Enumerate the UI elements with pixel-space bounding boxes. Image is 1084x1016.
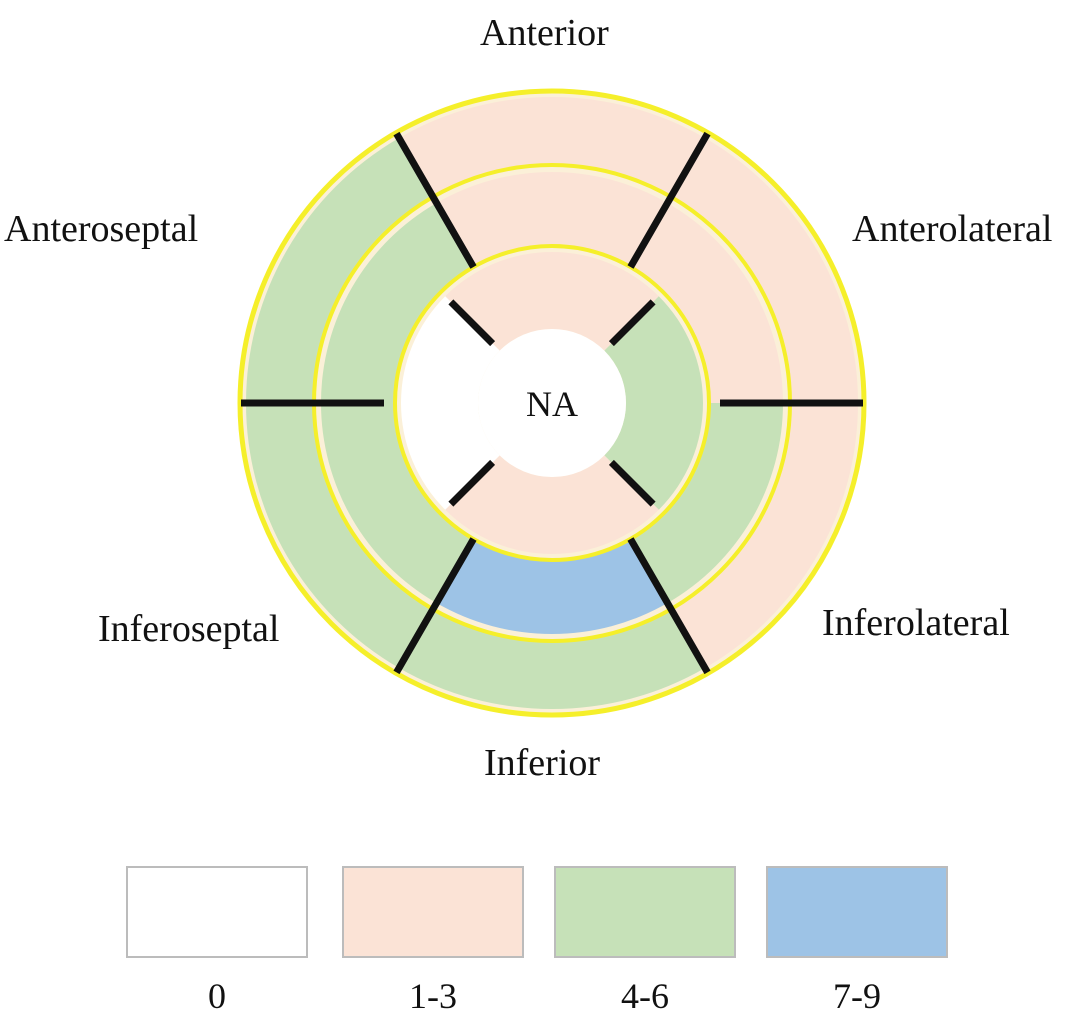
apex-circle <box>478 329 626 477</box>
segment-mid-inferolateral <box>630 403 783 604</box>
legend-item-4-6: 4-6 <box>554 866 736 1014</box>
segment-mid-inferoseptal <box>321 403 474 604</box>
divider-apical-1 <box>608 299 656 347</box>
legend-swatch-4-6 <box>554 866 736 958</box>
segment-basal-inferior <box>399 609 705 709</box>
segment-basal-anterior <box>399 96 705 197</box>
legend-item-1-3: 1-3 <box>342 866 524 1014</box>
segment-basal-anterolateral <box>671 137 858 404</box>
apex-label: NA <box>526 384 578 424</box>
legend-swatch-7-9 <box>766 866 948 958</box>
label-inferoseptal: Inferoseptal <box>98 608 280 650</box>
divider-six-1 <box>627 131 711 269</box>
segment-mid-anteroseptal <box>321 202 474 403</box>
segment-dividers <box>241 131 863 675</box>
segment-mid-anterior <box>436 172 668 268</box>
divider-six-4 <box>393 537 477 675</box>
legend-label-7-9: 7-9 <box>833 976 881 1016</box>
legend-label-0: 0 <box>208 976 226 1016</box>
segment-apical-anterior <box>445 252 659 351</box>
legend-label-4-6: 4-6 <box>621 976 669 1016</box>
legend-item-0: 0 <box>126 866 308 1014</box>
divider-six-0 <box>393 131 477 269</box>
divider-six-3 <box>627 537 711 675</box>
divider-apical-2 <box>608 459 656 507</box>
label-anteroseptal: Anteroseptal <box>4 208 199 250</box>
segment-apical-lateral <box>604 296 703 510</box>
segment-basal-inferoseptal <box>246 403 433 669</box>
segment-basal-anteroseptal <box>246 137 433 404</box>
color-legend: 0 1-3 4-6 7-9 <box>126 866 956 1014</box>
segment-apical-inferior <box>445 455 659 555</box>
legend-swatch-1-3 <box>342 866 524 958</box>
legend-swatch-0 <box>126 866 308 958</box>
segment-mid-anterolateral <box>630 202 783 403</box>
segment-mid-inferior <box>436 538 668 634</box>
legend-label-1-3: 1-3 <box>409 976 457 1016</box>
label-anterolateral: Anterolateral <box>852 208 1053 250</box>
bullseye-diagram: NA <box>237 88 867 718</box>
segment-apical-septal <box>400 296 500 510</box>
legend-item-7-9: 7-9 <box>766 866 948 1014</box>
segment-basal-inferolateral <box>671 403 859 669</box>
divider-apical-0 <box>448 299 496 347</box>
divider-apical-3 <box>448 459 496 507</box>
label-inferior: Inferior <box>484 742 601 784</box>
label-inferolateral: Inferolateral <box>822 602 1010 644</box>
label-anterior: Anterior <box>480 12 609 54</box>
